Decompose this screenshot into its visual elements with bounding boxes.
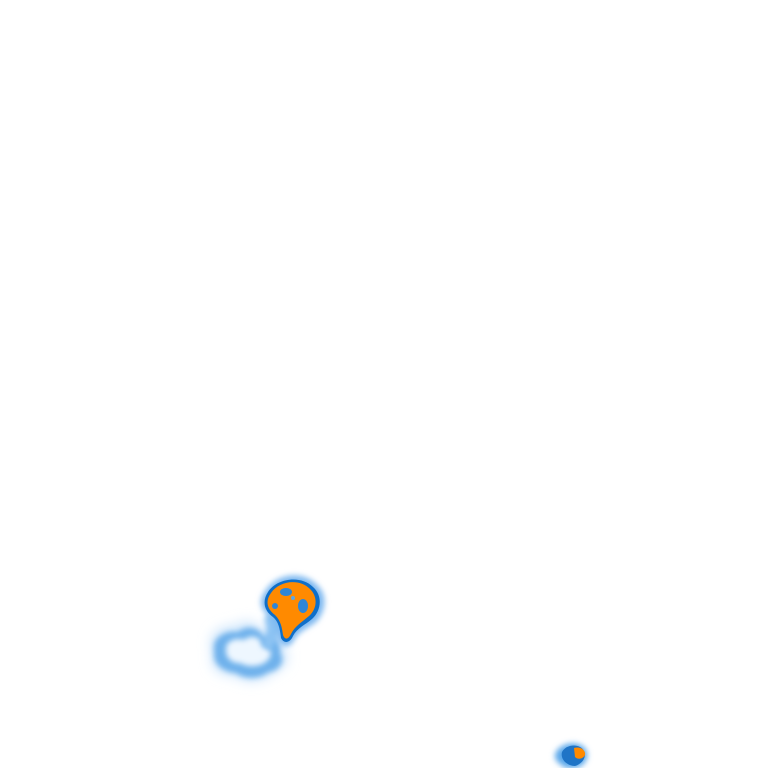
main-blob-hole-2 <box>298 599 308 613</box>
main-blob-hole-3 <box>272 603 278 609</box>
main-blob-orange <box>267 582 316 639</box>
main-blob-hole-4 <box>291 596 295 600</box>
small-blob-orange <box>574 747 586 759</box>
small-blob <box>554 743 588 768</box>
cloud-inner-fill <box>225 636 271 667</box>
main-blob <box>261 575 325 646</box>
main-blob-hole-1 <box>280 588 292 596</box>
